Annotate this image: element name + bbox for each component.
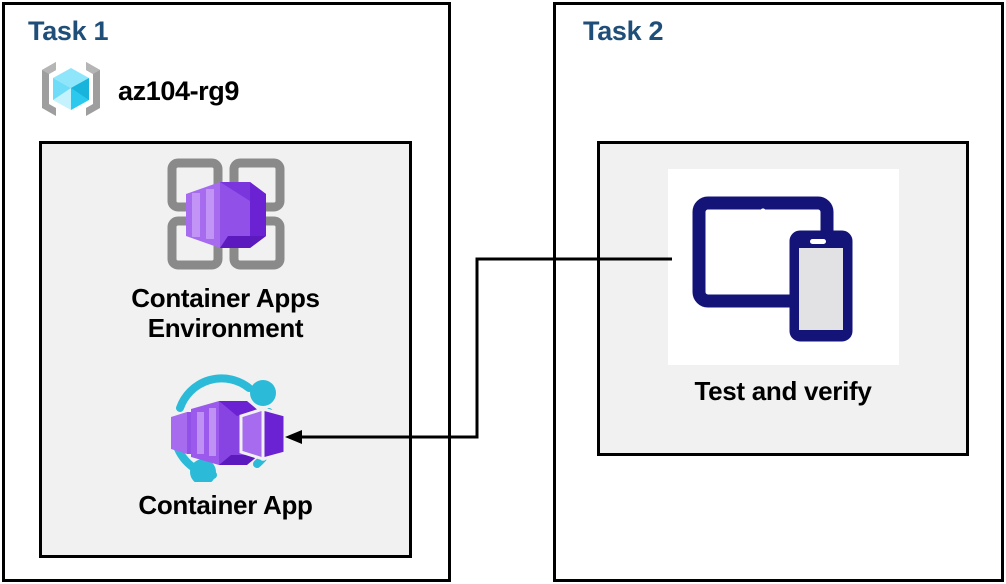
task-2-title: Task 2 xyxy=(583,16,664,46)
task-1-title: Task 1 xyxy=(28,16,109,46)
resource-group-name: az104-rg9 xyxy=(118,76,239,106)
node-label-container-apps-environment: Container Apps Environment xyxy=(131,283,320,343)
azure-resource-group-icon xyxy=(36,58,106,125)
container-apps-environment-icon xyxy=(158,155,294,278)
resource-group-row: az104-rg9 xyxy=(36,58,239,125)
container-app-icon xyxy=(153,372,299,487)
node-container-app: Container App xyxy=(39,372,412,521)
node-label-test-and-verify: Test and verify xyxy=(694,376,872,406)
test-icon-card xyxy=(667,169,899,365)
devices-test-icon xyxy=(691,185,876,350)
node-label-container-app: Container App xyxy=(138,490,313,520)
node-container-apps-environment: Container Apps Environment xyxy=(39,155,412,343)
node-test-and-verify: Test and verify xyxy=(597,169,969,407)
